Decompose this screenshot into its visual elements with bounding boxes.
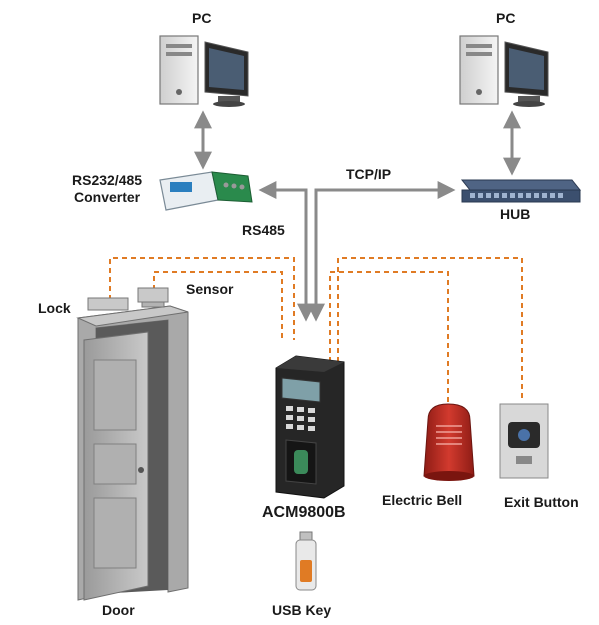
pc-right-label: PC — [496, 10, 516, 26]
hub-label: HUB — [500, 206, 531, 222]
exit-button-label: Exit Button — [504, 494, 579, 510]
usb-key-icon — [295, 531, 317, 591]
converter-label-line2: Converter — [74, 189, 141, 205]
exit-button-icon — [499, 403, 549, 479]
pc-left-label: PC — [192, 10, 212, 26]
sensor-label: Sensor — [186, 281, 234, 297]
network-lines — [258, 181, 456, 322]
tcpip-label: TCP/IP — [346, 166, 392, 182]
usb-key-label: USB Key — [272, 602, 332, 618]
converter-icon — [159, 171, 253, 211]
electric-bell-icon — [423, 403, 475, 481]
pc-left-icon — [159, 35, 249, 107]
lock-label: Lock — [38, 300, 71, 316]
lock-icon — [87, 297, 129, 311]
pc-right-icon — [459, 35, 549, 107]
rs485-label: RS485 — [242, 222, 285, 238]
hub-icon — [460, 179, 582, 203]
electric-bell-label: Electric Bell — [382, 492, 463, 508]
device-label: ACM9800B — [262, 504, 346, 521]
converter-label-line1: RS232/485 — [72, 172, 143, 188]
sensor-icon — [137, 287, 169, 308]
door-label: Door — [102, 602, 135, 618]
wiring-lines — [109, 257, 523, 408]
device-icon — [275, 355, 345, 499]
door-icon — [76, 305, 189, 601]
